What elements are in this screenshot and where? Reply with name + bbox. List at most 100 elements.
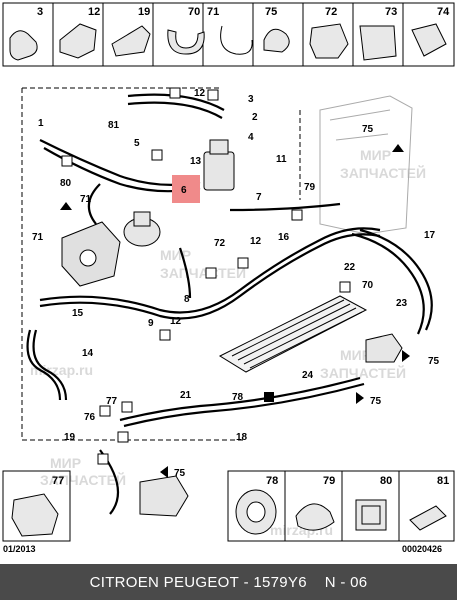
pressure-regulator — [123, 211, 161, 247]
footer-bar: CITROEN PEUGEOT - 1579Y6 N - 06 — [0, 564, 457, 600]
clip-70-icon — [167, 29, 205, 55]
callout-19: 19 — [64, 432, 76, 443]
footer-catalog-code: N - 06 — [324, 573, 368, 591]
callout-75-right: 75 — [428, 356, 440, 367]
clip-12-icon — [59, 23, 97, 59]
callout-24: 24 — [302, 370, 314, 381]
assembly-outline — [21, 87, 301, 441]
right-valve — [365, 333, 403, 363]
clip-74-icon — [411, 23, 447, 57]
strip-label-77: 77 — [52, 475, 64, 487]
callout-75-bottom: 75 — [174, 468, 186, 479]
clip-75-icon — [263, 28, 290, 53]
callout-12-low: 12 — [170, 316, 182, 327]
arrow-75-bottom-icon — [160, 466, 168, 478]
callout-79: 79 — [304, 182, 316, 193]
strip-label-19: 19 — [138, 6, 150, 18]
strip-label-70: 70 — [188, 6, 200, 18]
callout-76: 76 — [84, 412, 96, 423]
arrow-75-lower-icon — [356, 392, 364, 404]
callout-4: 4 — [248, 132, 254, 143]
strip-label-75: 75 — [265, 6, 277, 18]
strip-label-71: 71 — [207, 6, 219, 18]
callout-16: 16 — [278, 232, 290, 243]
callout-18: 18 — [236, 432, 248, 443]
bottom-strip-labels: 77 78 79 80 81 — [52, 475, 449, 487]
callout-11: 11 — [276, 154, 287, 165]
svg-text:ЗАПЧАСТЕЙ: ЗАПЧАСТЕЙ — [40, 471, 126, 488]
callout-78: 78 — [232, 392, 244, 403]
svg-text:МИР: МИР — [160, 247, 191, 263]
strip-label-80: 80 — [380, 475, 392, 487]
strip-label-12: 12 — [88, 6, 100, 18]
fuel-cooler — [218, 295, 368, 373]
date-code: 01/2013 — [3, 544, 36, 554]
clip-72-icon — [309, 23, 349, 59]
callout-77: 77 — [106, 396, 118, 407]
bottom-parts-strip — [2, 470, 455, 542]
clip-73-icon — [359, 25, 397, 61]
callout-81: 81 — [108, 120, 120, 131]
callout-2: 2 — [252, 112, 258, 123]
callout-5: 5 — [134, 138, 140, 149]
callout-1: 1 — [38, 118, 44, 129]
callout-3: 3 — [248, 94, 254, 105]
engine-outline — [319, 95, 413, 235]
svg-text:ЗАПЧАСТЕЙ: ЗАПЧАСТЕЙ — [320, 364, 406, 381]
footer-sep-2 — [307, 574, 325, 591]
watermark: МИР ЗАПЧАСТЕЙ МИР ЗАПЧАСТЕЙ МИР ЗАПЧАСТЕ… — [30, 147, 426, 538]
callout-8: 8 — [184, 294, 190, 305]
fuel-filter — [203, 139, 235, 191]
callout-labels: 1 2 3 4 5 6 7 8 9 11 12 12 12 13 14 15 1… — [32, 88, 440, 479]
callout-75-top: 75 — [362, 124, 374, 135]
bracket-77-icon — [11, 493, 59, 537]
callout-22: 22 — [344, 262, 356, 273]
svg-text:МИР: МИР — [50, 455, 81, 471]
highlighted-part-box — [172, 175, 200, 203]
svg-text:МИР: МИР — [340, 347, 371, 363]
strip-label-72: 72 — [325, 6, 337, 18]
callout-7: 7 — [256, 192, 262, 203]
callout-marker-78 — [264, 392, 274, 402]
callout-80: 80 — [60, 178, 72, 189]
svg-text:ЗАПЧАСТЕЙ: ЗАПЧАСТЕЙ — [160, 264, 246, 281]
callout-markers — [61, 87, 351, 465]
footer-sep-1: - — [239, 573, 254, 591]
svg-text:МИР: МИР — [360, 147, 391, 163]
diagram-canvas: МИР ЗАПЧАСТЕЙ МИР ЗАПЧАСТЕЙ МИР ЗАПЧАСТЕ… — [2, 2, 455, 554]
callout-72: 72 — [214, 238, 226, 249]
arrow-75-right-icon — [402, 350, 410, 362]
svg-text:ЗАПЧАСТЕЙ: ЗАПЧАСТЕЙ — [340, 164, 426, 181]
strip-label-79: 79 — [323, 475, 335, 487]
callout-13: 13 — [190, 156, 202, 167]
top-strip-labels: 3 12 19 70 71 75 72 73 74 — [37, 6, 450, 18]
footer-part-number: 1579Y6 — [253, 573, 307, 591]
callout-17: 17 — [424, 230, 436, 241]
callout-75-lower: 75 — [370, 396, 382, 407]
arrow-75-top-icon — [392, 144, 404, 152]
callout-14: 14 — [82, 348, 94, 359]
callout-23: 23 — [396, 298, 408, 309]
drawing-code: 00020426 — [402, 544, 442, 554]
top-strip-clips — [9, 23, 447, 61]
footer-brand: CITROEN PEUGEOT — [89, 573, 240, 591]
strip-label-78: 78 — [266, 475, 278, 487]
strip-label-73: 73 — [385, 6, 397, 18]
callout-9: 9 — [148, 318, 154, 329]
clip-19-icon — [111, 25, 151, 57]
callout-6: 6 — [181, 185, 187, 196]
callout-21: 21 — [180, 390, 192, 401]
callout-12-mid: 12 — [250, 236, 262, 247]
injection-pump — [61, 221, 121, 287]
clip-80-icon — [355, 499, 387, 531]
callout-15: 15 — [72, 308, 84, 319]
clip-3-icon — [9, 30, 38, 61]
bottom-strip-parts — [11, 489, 447, 537]
callout-12-top: 12 — [194, 88, 206, 99]
callout-71-left: 71 — [32, 232, 44, 243]
strip-label-3: 3 — [37, 6, 43, 18]
callout-70: 70 — [362, 280, 374, 291]
bottom-valve — [139, 475, 189, 517]
strip-label-81: 81 — [437, 475, 449, 487]
